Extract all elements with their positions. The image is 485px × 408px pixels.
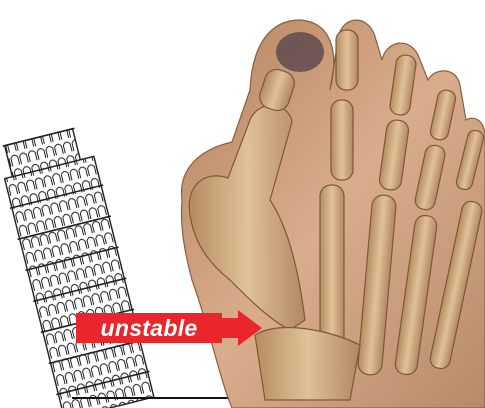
- unstable-callout: unstable: [76, 313, 222, 343]
- leaning-tower: [0, 125, 156, 408]
- bunion-foot: [181, 20, 485, 408]
